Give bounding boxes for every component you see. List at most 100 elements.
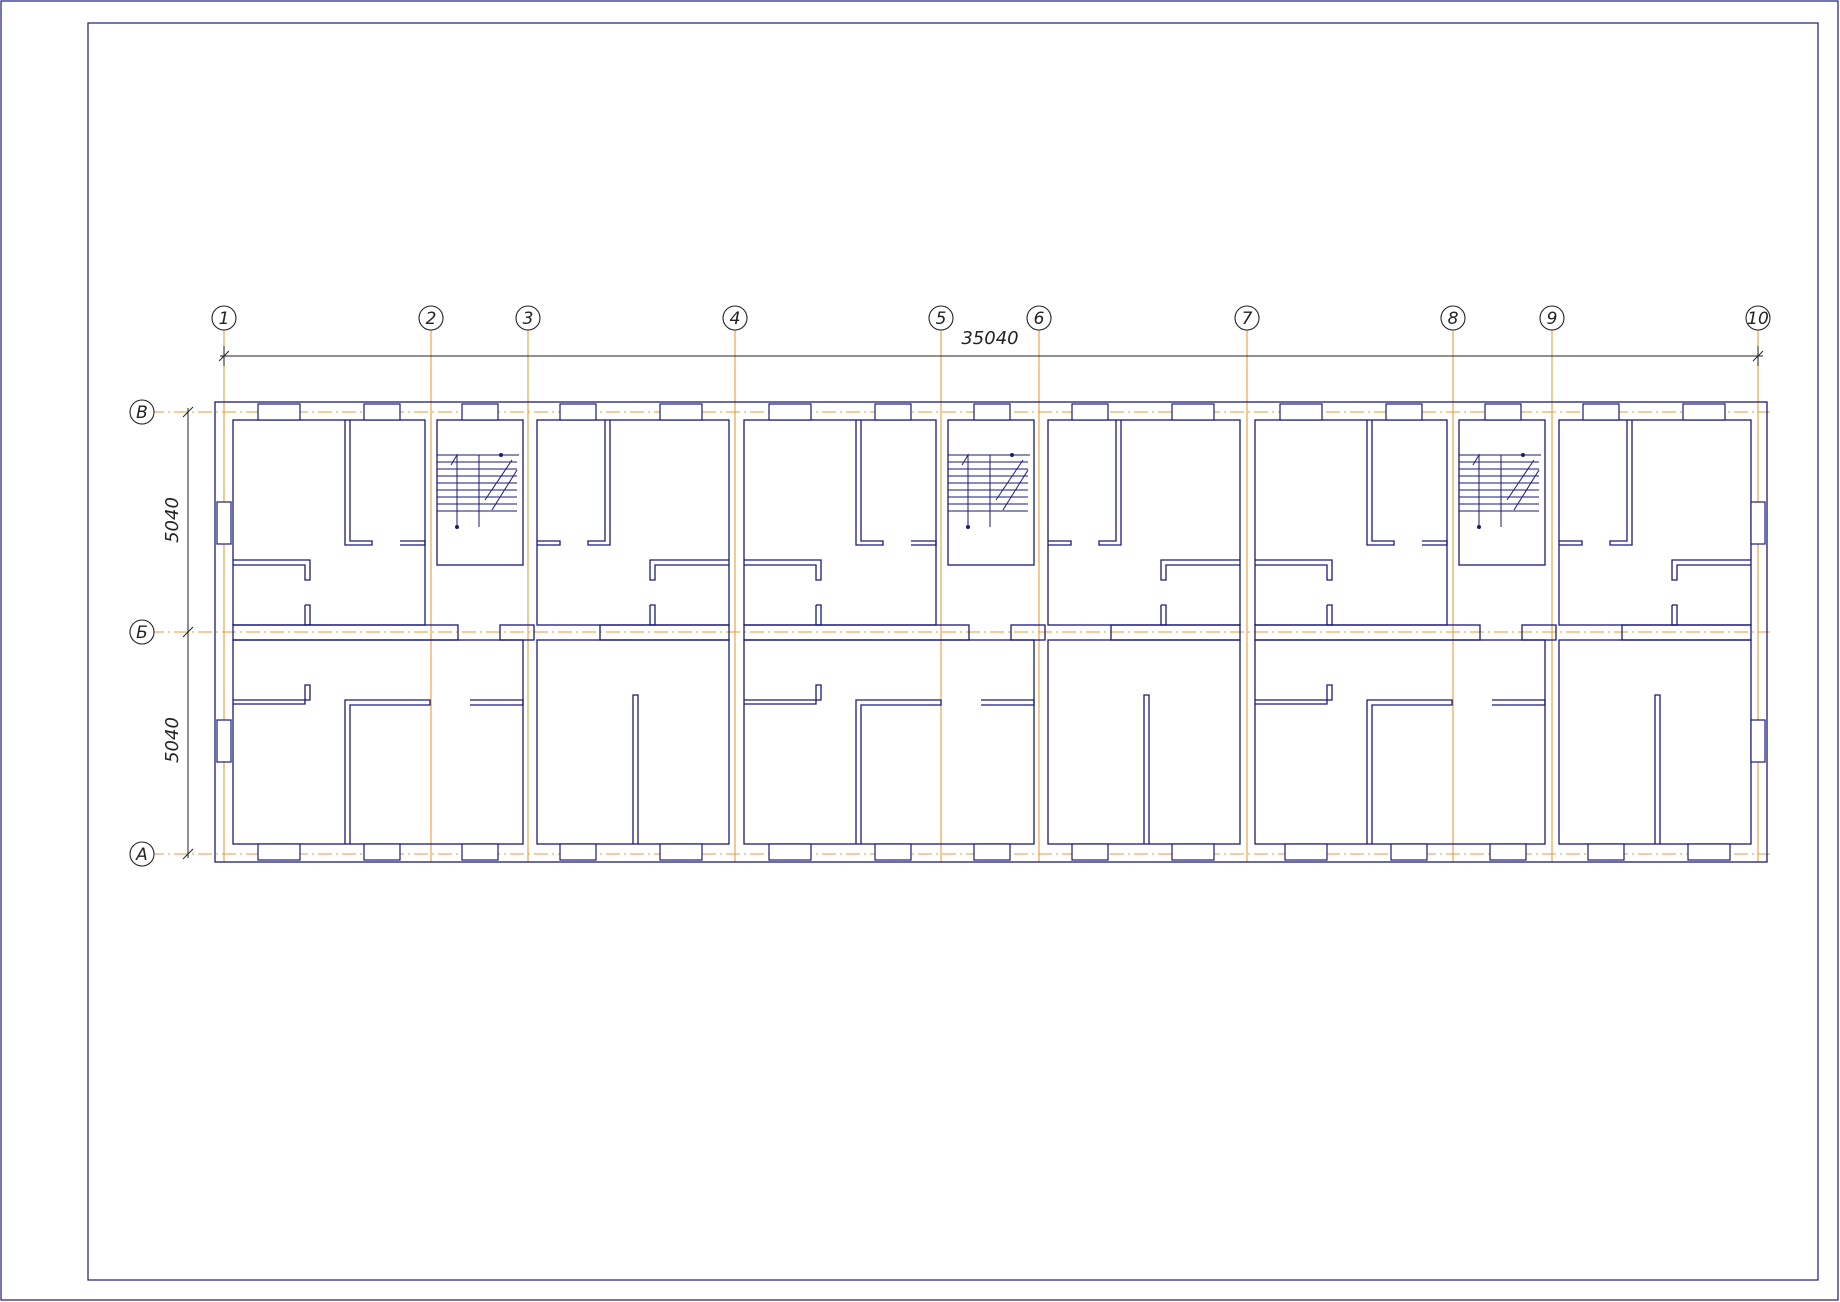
corridor-wall xyxy=(743,624,970,641)
axis-marker-circle xyxy=(1234,305,1260,331)
window xyxy=(1279,403,1323,421)
axis-marker-circle xyxy=(129,619,155,645)
axis-marker-label: 5 xyxy=(936,309,947,329)
room xyxy=(232,419,426,626)
axis-marker-label: 6 xyxy=(1034,309,1045,329)
partition xyxy=(1671,604,1678,626)
stair-room xyxy=(436,419,524,566)
room xyxy=(743,639,1035,845)
window xyxy=(257,843,301,861)
window xyxy=(1284,843,1328,861)
window xyxy=(461,403,499,421)
axis-marker-label: А xyxy=(135,845,148,865)
axis-grid-lines xyxy=(150,330,1770,862)
dimension-tick xyxy=(182,848,194,860)
axis-marker-label: 7 xyxy=(1242,309,1253,329)
stair-arrow xyxy=(450,453,458,527)
partition xyxy=(233,684,311,705)
axis-marker-col-2: 2 xyxy=(418,305,444,331)
room xyxy=(1254,419,1448,626)
stair-dot xyxy=(1010,453,1014,457)
window xyxy=(1171,403,1215,421)
window xyxy=(1390,843,1428,861)
partition xyxy=(855,420,884,546)
partition xyxy=(1671,559,1751,581)
window xyxy=(659,403,703,421)
dimension-lines xyxy=(182,346,1764,860)
stair-dot xyxy=(455,525,459,529)
stair-arrow xyxy=(1472,453,1480,527)
room xyxy=(1558,419,1752,626)
room xyxy=(743,419,937,626)
room xyxy=(536,419,730,626)
axis-marker-circle xyxy=(129,399,155,425)
axis-marker-label: В xyxy=(136,403,148,423)
window xyxy=(461,843,499,861)
window xyxy=(659,843,703,861)
window xyxy=(768,843,812,861)
dimension-tick xyxy=(182,626,194,638)
stair-break-line xyxy=(1513,469,1540,511)
axis-marker-col-3: 3 xyxy=(515,305,541,331)
axis-marker-circle xyxy=(1026,305,1052,331)
axis-marker-label: 8 xyxy=(1448,309,1459,329)
axis-marker-col-5: 5 xyxy=(928,305,954,331)
stair-dot xyxy=(1521,453,1525,457)
axis-marker-label: 10 xyxy=(1747,309,1769,329)
axis-marker-label: 2 xyxy=(426,309,437,329)
corridor-wall xyxy=(1521,624,1557,641)
window xyxy=(1071,843,1109,861)
window xyxy=(559,843,597,861)
corridor-wall xyxy=(1621,624,1752,641)
upper-bay-dimension: 5040 xyxy=(162,497,183,543)
axis-marker-row-Б: Б xyxy=(129,619,155,645)
partition xyxy=(649,559,729,581)
partition xyxy=(1255,684,1333,705)
partition xyxy=(1255,559,1333,581)
partition xyxy=(1422,540,1448,546)
stairwells xyxy=(437,453,1541,529)
corridor-wall xyxy=(599,624,730,641)
window xyxy=(1750,501,1766,545)
dimension-tick xyxy=(218,350,230,362)
partition xyxy=(1654,694,1661,844)
stair-break-line xyxy=(491,469,518,511)
partition xyxy=(1098,420,1122,546)
stair-room xyxy=(1458,419,1546,566)
axis-marker-label: 1 xyxy=(219,309,230,329)
partition xyxy=(1160,559,1240,581)
window xyxy=(768,403,812,421)
window xyxy=(1582,403,1620,421)
window xyxy=(363,843,401,861)
partition xyxy=(344,420,373,546)
axis-marker-col-4: 4 xyxy=(722,305,748,331)
window xyxy=(874,403,912,421)
axis-marker-label: 3 xyxy=(523,309,534,329)
partition xyxy=(1366,699,1453,844)
partition xyxy=(587,420,611,546)
stair-break-line xyxy=(1002,469,1029,511)
corridor-wall xyxy=(1110,624,1241,641)
lower-bay-dimension: 5040 xyxy=(162,717,183,763)
partition xyxy=(649,604,656,626)
axis-marker-label: 4 xyxy=(730,309,741,329)
window xyxy=(216,719,232,763)
axis-marker-circle xyxy=(129,841,155,867)
axis-marker-circle xyxy=(1745,305,1771,331)
axis-marker-label: Б xyxy=(136,623,148,643)
window xyxy=(874,843,912,861)
corridor-wall xyxy=(499,624,535,641)
window xyxy=(1171,843,1215,861)
partition xyxy=(344,699,431,844)
stair-break-line xyxy=(484,459,513,501)
partition xyxy=(233,559,311,581)
window xyxy=(1687,843,1731,861)
window xyxy=(973,403,1011,421)
axis-marker-row-В: В xyxy=(129,399,155,425)
partition xyxy=(744,684,822,705)
window xyxy=(1385,403,1423,421)
axis-marker-circle xyxy=(1440,305,1466,331)
axis-marker-col-1: 1 xyxy=(211,305,237,331)
partition xyxy=(815,604,822,626)
